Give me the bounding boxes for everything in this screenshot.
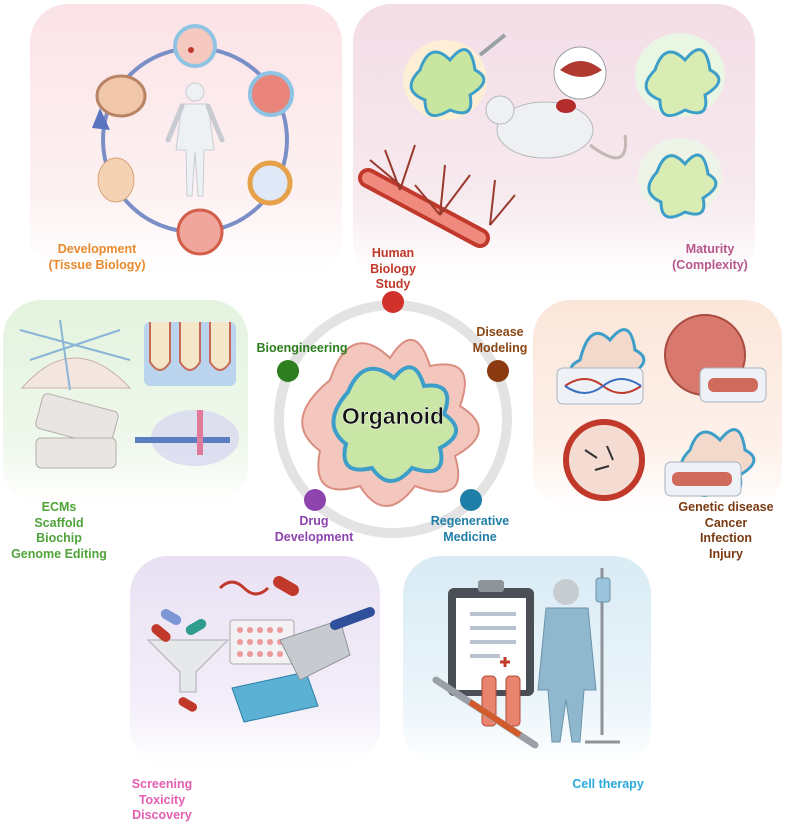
- ecm-icon: [20, 357, 132, 389]
- organoid-icon: [644, 48, 721, 118]
- fetus-icon: [95, 74, 147, 118]
- blastocyst-icon: [247, 160, 293, 206]
- label-line: Maturity: [685, 242, 735, 256]
- human-biology-node: [382, 291, 404, 313]
- center-title: Organoid: [341, 403, 445, 430]
- label-line: Modeling: [472, 340, 528, 355]
- morula-icon: [248, 71, 294, 117]
- regenerative-medicine-node: [460, 489, 482, 511]
- implantation-icon: [176, 208, 224, 256]
- organoid-icon: [409, 48, 486, 118]
- egg-cell-icon: [173, 24, 217, 68]
- cell-therapy-label: Cell therapy: [560, 777, 656, 793]
- human-biology-label: Human Biology Study: [343, 246, 443, 293]
- label-line: Genetic disease: [678, 500, 774, 514]
- disease-modeling-label: Disease Modeling: [462, 325, 538, 356]
- maturity-label: Maturity (Complexity): [650, 242, 770, 273]
- label-line: (Complexity): [672, 257, 748, 272]
- label-line: Cancer: [704, 515, 748, 530]
- mouse-icon: [496, 101, 594, 159]
- embryo-icon: [97, 157, 135, 203]
- label-line: Biology: [370, 261, 416, 276]
- label-line: Regenerative: [430, 514, 510, 528]
- label-line: Discovery: [132, 808, 192, 822]
- pill-icon: [151, 609, 207, 712]
- central-organoid-icon: [301, 338, 480, 507]
- label-line: Human: [371, 246, 415, 260]
- label-line: Scaffold: [34, 515, 84, 530]
- label-line: ECMs: [41, 500, 77, 514]
- bioengineering-applications-label: ECMs Scaffold Biochip Genome Editing: [0, 500, 118, 562]
- dna-icon: [218, 580, 270, 596]
- label-line: Genome Editing: [11, 546, 107, 561]
- label-line: Disease: [476, 325, 524, 339]
- label-line: Toxicity: [138, 792, 186, 807]
- label-line: Cell therapy: [572, 777, 644, 791]
- label-line: Study: [375, 277, 411, 291]
- dna-edit-icon: [556, 367, 644, 405]
- label-line: Development: [57, 242, 137, 256]
- test-tube-icon: [505, 675, 521, 727]
- syringe-icon: [478, 33, 507, 57]
- drug-development-label: Drug Development: [264, 514, 364, 545]
- funnel-icon: [146, 639, 230, 693]
- label-line: Screening: [131, 777, 193, 791]
- development-label: Development (Tissue Biology): [22, 242, 172, 273]
- human-figure-icon: [165, 82, 225, 197]
- bioengineering-label: Bioengineering: [252, 341, 352, 357]
- patient-icon: [537, 579, 597, 743]
- disease-modeling-node: [487, 360, 509, 382]
- drug-development-node: [304, 489, 326, 511]
- disease-applications-label: Genetic disease Cancer Infection Injury: [672, 500, 780, 562]
- label-line: Medicine: [443, 529, 497, 544]
- well-plate-icon: [231, 671, 319, 723]
- biochip-icon: [35, 437, 117, 469]
- pill-icon: [273, 576, 299, 596]
- label-line: Injury: [708, 546, 744, 561]
- regenerative-medicine-label: Regenerative Medicine: [420, 514, 520, 545]
- biochip-icon: [35, 393, 119, 447]
- infection-icon: [563, 419, 645, 501]
- organoid-icon: [647, 153, 718, 219]
- label-line: Infection: [699, 531, 753, 545]
- label-line: Drug: [299, 514, 329, 528]
- bioengineering-node: [277, 360, 299, 382]
- screening-label: Screening Toxicity Discovery: [122, 777, 202, 824]
- multichannel-pipette-icon: [279, 619, 351, 681]
- label-line: Biochip: [36, 531, 82, 545]
- label-line: (Tissue Biology): [48, 257, 146, 272]
- label-line: Development: [274, 529, 354, 544]
- label-line: Bioengineering: [256, 341, 348, 355]
